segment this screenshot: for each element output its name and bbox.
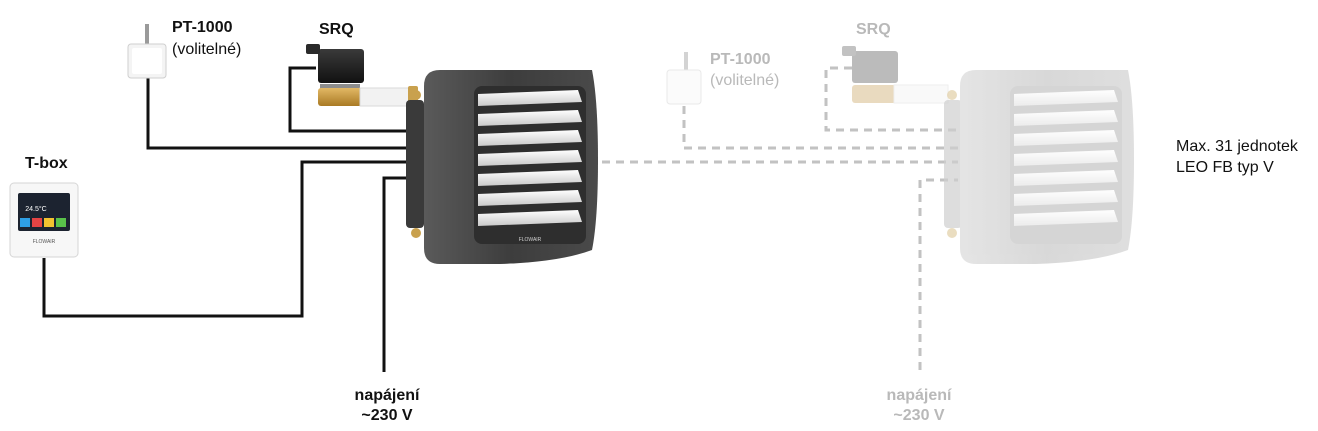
tbox-label: T-box [25, 155, 68, 172]
heater-unit-ghost [944, 70, 1134, 264]
tbox-temperature: 24.5°C [25, 205, 46, 213]
ghost-pt1000-wire [682, 106, 958, 150]
heater-louvers [478, 90, 582, 226]
max-units-label: Max. 31 jednotek [1176, 138, 1298, 155]
pt1000-optional-label-ghost: (volitelné) [710, 72, 780, 89]
srq-valve [306, 44, 418, 108]
pt1000-wire [146, 78, 420, 150]
heater-unit: FLOWAIR [406, 70, 598, 264]
srq-label-ghost: SRQ [856, 21, 891, 38]
pt1000-label-ghost: PT-1000 [710, 51, 771, 68]
srq-wire [288, 66, 420, 133]
pt1000-optional-label: (volitelné) [172, 41, 242, 58]
pt1000-label: PT-1000 [172, 19, 233, 36]
pt1000-sensor [127, 24, 167, 79]
heater-logo: FLOWAIR [519, 237, 542, 243]
srq-valve-ghost [842, 46, 949, 104]
power-voltage-label: ~230 V [361, 407, 413, 424]
pt1000-sensor-ghost [666, 52, 702, 105]
heater-louvers-ghost [1014, 90, 1118, 226]
tbox-brand: FLOWAIR [33, 239, 56, 245]
tbox-controller: 24.5°C FLOWAIR [9, 182, 79, 258]
tbox-wire [42, 160, 420, 318]
power-voltage-label-ghost: ~230 V [893, 407, 945, 424]
power-label-ghost: napájení [886, 387, 952, 404]
ghost-srq-wire [824, 66, 958, 132]
unit-type-label: LEO FB typ V [1176, 159, 1274, 176]
ghost-wiring [588, 66, 958, 370]
power-label: napájení [354, 387, 420, 404]
srq-label: SRQ [319, 21, 354, 38]
main-wiring [42, 66, 420, 372]
